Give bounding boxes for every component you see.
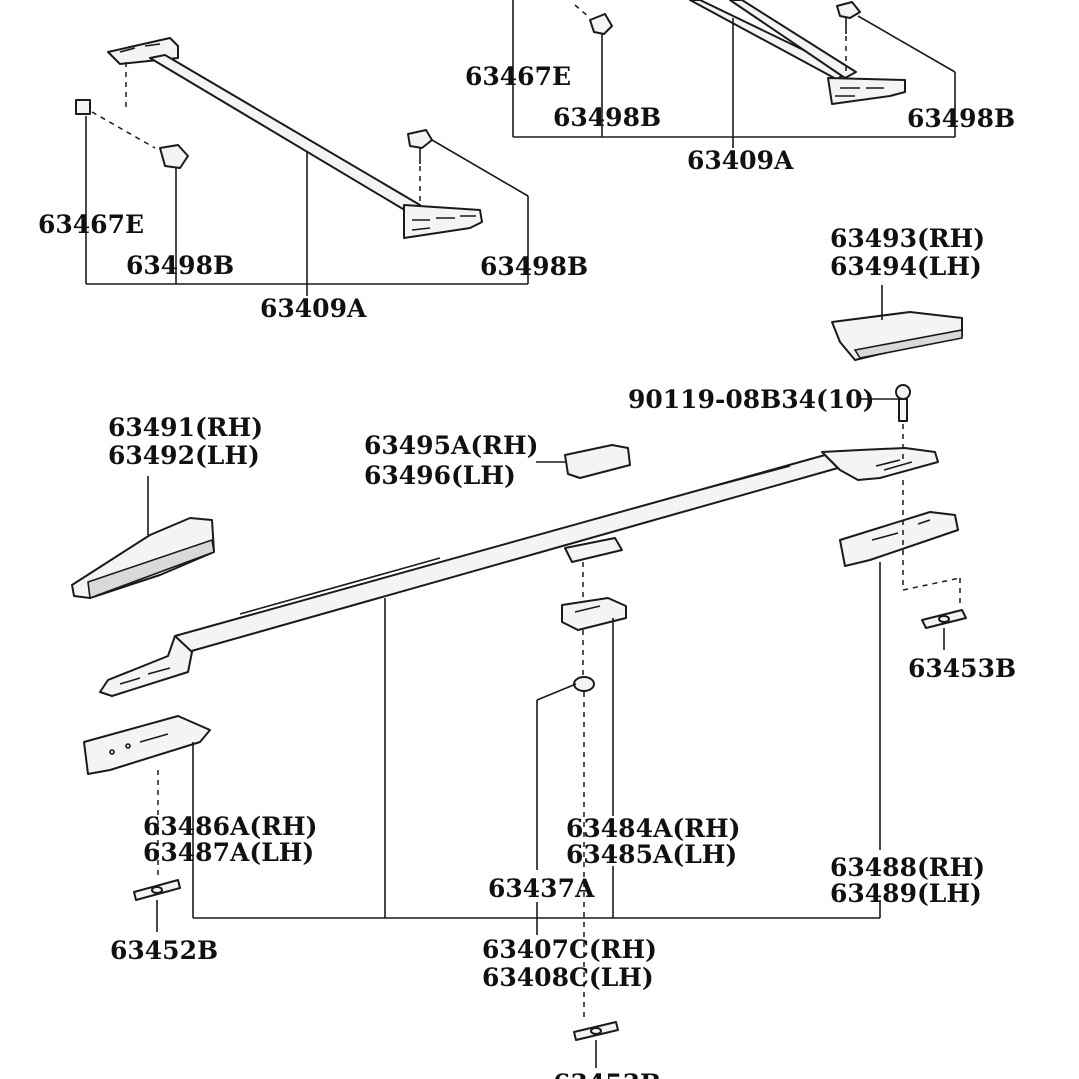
label-63485A: 63485A(LH) bbox=[566, 840, 737, 869]
gasket-front bbox=[133, 879, 181, 901]
leaders-top-right bbox=[512, 0, 956, 148]
label-63498B-right: 63498B bbox=[480, 252, 588, 281]
roof-rail-main bbox=[99, 447, 939, 697]
label-63493: 63493(RH) bbox=[830, 224, 985, 253]
label-63487A: 63487A(LH) bbox=[143, 838, 314, 867]
label-63408C: 63408C(LH) bbox=[482, 963, 654, 992]
small-cover bbox=[564, 444, 631, 479]
label-63496: 63496(LH) bbox=[364, 461, 516, 490]
front-bracket bbox=[83, 715, 211, 876]
label-63498B-left: 63498B bbox=[126, 251, 234, 280]
label-63437A: 63437A bbox=[488, 874, 595, 903]
rear-bracket bbox=[839, 480, 961, 604]
center-bracket bbox=[561, 597, 627, 676]
label-63494: 63494(LH) bbox=[830, 252, 982, 281]
label-63467E-left: 63467E bbox=[38, 210, 144, 239]
label-63452B: 63452B bbox=[110, 936, 218, 965]
label-63407C: 63407C(RH) bbox=[482, 935, 657, 964]
clip-left-top bbox=[75, 62, 156, 149]
label-63484A: 63484A(RH) bbox=[566, 814, 740, 843]
label-63498B-top-left: 63498B bbox=[553, 103, 661, 132]
label-63495A: 63495A(RH) bbox=[364, 431, 538, 460]
cross-bar-top-left bbox=[107, 37, 483, 239]
part-labels: 63467E 63498B 63498B 63409A 63467E 63498… bbox=[38, 62, 1016, 1079]
end-cover-front bbox=[71, 517, 215, 600]
gasket-center bbox=[573, 1021, 619, 1068]
label-63453B-bottom: 63453B bbox=[553, 1069, 661, 1079]
label-63467E-top: 63467E bbox=[465, 62, 571, 91]
rail-center-support bbox=[564, 537, 623, 600]
label-63409A-left: 63409A bbox=[260, 294, 367, 323]
knob-bolt-left-center bbox=[159, 144, 189, 169]
label-63491: 63491(RH) bbox=[108, 413, 263, 442]
end-cover-rear bbox=[831, 311, 963, 361]
leaders-top-left bbox=[85, 116, 529, 296]
screw-bolt bbox=[895, 384, 911, 460]
cross-bar-top-right bbox=[689, 0, 906, 105]
label-90119: 90119-08B34(10) bbox=[628, 385, 875, 414]
knob-bolt-left-right bbox=[407, 129, 433, 205]
leaders-lower bbox=[147, 285, 945, 935]
label-63488: 63488(RH) bbox=[830, 853, 985, 882]
label-63489: 63489(LH) bbox=[830, 879, 982, 908]
label-63486A: 63486A(RH) bbox=[143, 812, 317, 841]
label-63453B: 63453B bbox=[908, 654, 1016, 683]
knob-bolt-top-right bbox=[836, 1, 861, 72]
label-63409A-top: 63409A bbox=[687, 146, 794, 175]
gasket-rear bbox=[921, 609, 967, 629]
label-63492: 63492(LH) bbox=[108, 441, 260, 470]
center-pad bbox=[573, 676, 595, 1020]
label-63498B-top-right: 63498B bbox=[907, 104, 1015, 133]
knob-bolt-top-center bbox=[574, 4, 613, 35]
